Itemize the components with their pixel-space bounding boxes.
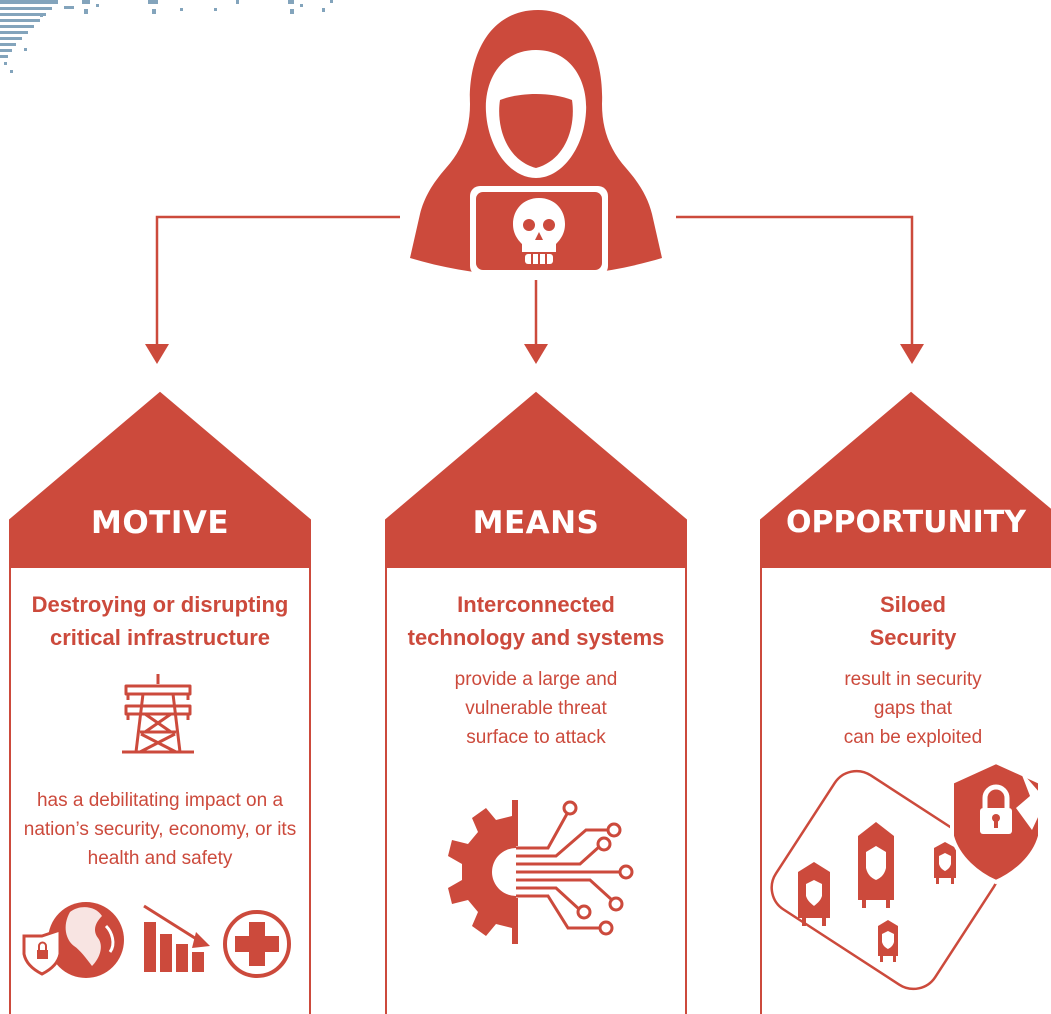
means-body-line: surface to attack bbox=[466, 727, 606, 748]
means-body-line: provide a large and bbox=[454, 669, 618, 690]
opportunity-subtitle-line: Siloed bbox=[879, 592, 946, 617]
means-body: provide a large and vulnerable threat su… bbox=[386, 665, 686, 752]
skull-icon bbox=[513, 198, 565, 264]
opportunity-panel bbox=[760, 391, 1051, 1014]
opportunity-body-line: result in security bbox=[844, 669, 982, 690]
opportunity-subtitle: Siloed Security bbox=[763, 588, 1051, 654]
connector-lines bbox=[155, 215, 914, 346]
means-heading: MEANS bbox=[472, 505, 600, 541]
motive-subtitle-line: Destroying or disrupting bbox=[31, 592, 289, 617]
opportunity-body: result in security gaps that can be expl… bbox=[763, 665, 1051, 752]
opportunity-heading: OPPORTUNITY bbox=[785, 505, 1026, 540]
medical-cross-icon bbox=[223, 910, 291, 978]
motive-body-line: health and safety bbox=[87, 848, 233, 869]
hooded-hacker-icon bbox=[410, 10, 662, 276]
connector-left bbox=[155, 215, 400, 346]
arrowheads bbox=[145, 344, 924, 364]
means-subtitle: Interconnected technology and systems bbox=[386, 588, 686, 654]
broken-shield-lock-icon bbox=[950, 759, 1046, 885]
arrowhead-middle bbox=[524, 344, 548, 364]
arrowhead-left bbox=[145, 344, 169, 364]
means-body-line: vulnerable threat bbox=[465, 698, 607, 719]
motive-body-line: has a debilitating impact on a bbox=[36, 790, 284, 811]
pixel-pattern-decor bbox=[0, 0, 333, 73]
motive-subtitle-line: critical infrastructure bbox=[49, 625, 271, 650]
arrowhead-right bbox=[900, 344, 924, 364]
motive-body: has a debilitating impact on a nation’s … bbox=[4, 786, 316, 873]
motive-body-line: nation’s security, economy, or its bbox=[23, 819, 297, 840]
opportunity-body-line: gaps that bbox=[873, 698, 953, 719]
motive-heading: MOTIVE bbox=[90, 505, 230, 541]
locked-silos-icon bbox=[770, 769, 1000, 991]
opportunity-body-line: can be exploited bbox=[843, 727, 983, 748]
declining-chart-icon bbox=[143, 904, 210, 972]
connector-right bbox=[676, 215, 914, 346]
motive-panel bbox=[9, 391, 311, 1014]
opportunity-subtitle-line: Security bbox=[869, 625, 957, 650]
means-subtitle-line: technology and systems bbox=[407, 625, 665, 650]
gear-circuit-icon bbox=[448, 800, 634, 944]
means-subtitle-line: Interconnected bbox=[457, 592, 615, 617]
globe-shield-icon bbox=[22, 902, 124, 978]
motive-subtitle: Destroying or disrupting critical infras… bbox=[10, 588, 310, 654]
power-tower-icon bbox=[122, 674, 194, 754]
